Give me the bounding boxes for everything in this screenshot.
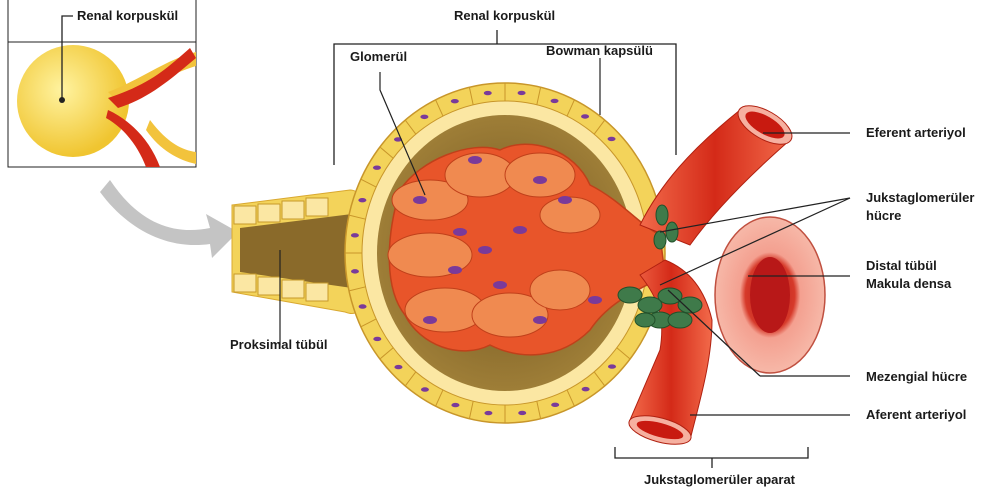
capsule-cell-nucleus xyxy=(551,403,559,407)
label-proksimal-tubul: Proksimal tübül xyxy=(230,337,328,353)
inset-panel xyxy=(8,0,196,167)
capsule-cell-nucleus xyxy=(608,364,616,368)
capsule-cell-nucleus xyxy=(608,137,616,141)
capsule-cell-nucleus xyxy=(394,365,402,369)
label-distal-tubul: Distal tübül xyxy=(866,258,937,274)
capsule-cell-nucleus xyxy=(373,337,381,341)
proximal-tubule xyxy=(232,190,362,314)
capsule-cell-nucleus xyxy=(582,387,590,391)
capsule-cell-nucleus xyxy=(351,233,359,237)
label-aferent-arteriyol: Aferent arteriyol xyxy=(866,407,966,423)
capsule-cell-nucleus xyxy=(451,403,459,407)
capsule-cell-nucleus xyxy=(421,387,429,391)
zoom-arrow xyxy=(100,180,238,258)
capsule-cell-nucleus xyxy=(518,411,526,415)
label-top-renal-korpuskul: Renal korpuskül xyxy=(454,8,555,24)
label-inset-renal-korpuskul: Renal korpuskül xyxy=(77,8,178,24)
label-eferent-arteriyol: Eferent arteriyol xyxy=(866,125,966,141)
capsule-cell-nucleus xyxy=(351,269,359,273)
capsule-cell-nucleus xyxy=(451,99,459,103)
capsule-cell-nucleus xyxy=(484,91,492,95)
capsule-cell-nucleus xyxy=(581,114,589,118)
capsule-cell-nucleus xyxy=(484,411,492,415)
label-glomerul: Glomerül xyxy=(350,49,407,65)
capsule-cell-nucleus xyxy=(373,165,381,169)
capsule-cell-nucleus xyxy=(359,304,367,308)
label-bowman-kapsulu: Bowman kapsülü xyxy=(546,43,653,59)
capsule-cell-nucleus xyxy=(358,198,366,202)
capsule-cell-nucleus xyxy=(420,115,428,119)
label-jukstaglomeruler-hucre-2: hücre xyxy=(866,208,901,224)
label-jukstaglomeruler-aparat: Jukstaglomerüler aparat xyxy=(644,472,795,488)
label-jukstaglomeruler-hucre-1: Jukstaglomerüler xyxy=(866,190,974,206)
label-mezengial-hucre: Mezengial hücre xyxy=(866,369,967,385)
label-makula-densa: Makula densa xyxy=(866,276,951,292)
capsule-cell-nucleus xyxy=(551,99,559,103)
capsule-cell-nucleus xyxy=(518,91,526,95)
